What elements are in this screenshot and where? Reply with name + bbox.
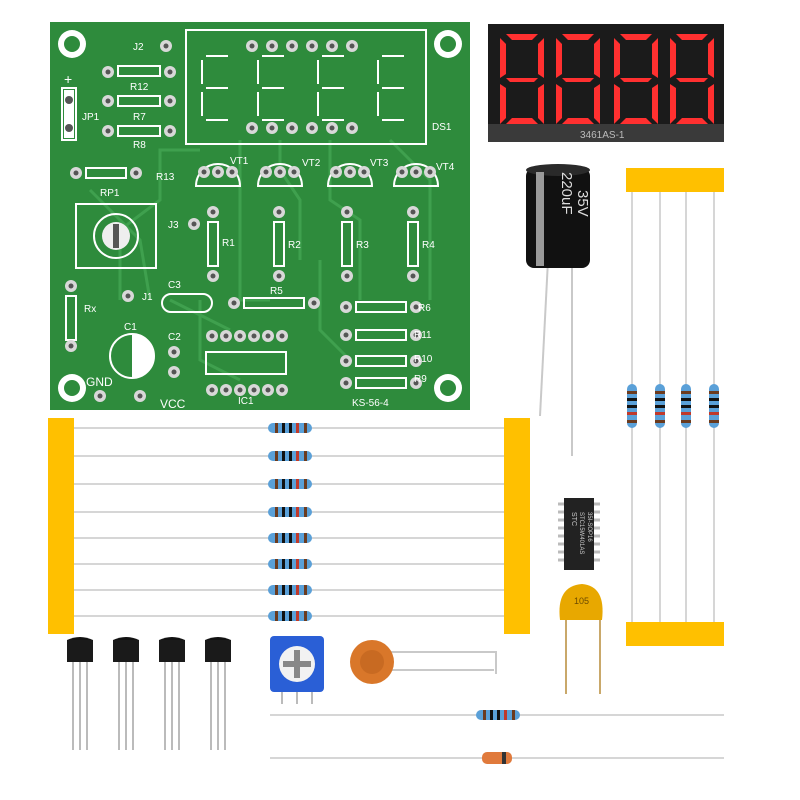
ic-chip: STC STC15W401AS 35I-SOP16 xyxy=(558,498,600,570)
label-ds1: DS1 xyxy=(432,122,452,133)
resistor-strip-horizontal xyxy=(48,418,530,634)
label-vt4: VT4 xyxy=(436,162,455,173)
ic-brand: STC xyxy=(570,512,577,526)
pcb-board: J2 R12 R7 R8 + JP1 DS1 VT1 VT2 VT3 VT4 R… xyxy=(50,22,470,411)
label-vt3: VT3 xyxy=(370,158,389,169)
label-c1: C1 xyxy=(124,322,137,333)
display-part-number: 3461AS-1 xyxy=(580,130,625,141)
label-c3: C3 xyxy=(168,280,181,291)
label-j3: J3 xyxy=(168,220,179,231)
label-r3: R3 xyxy=(356,240,369,251)
label-r4: R4 xyxy=(422,240,435,251)
label-r2: R2 xyxy=(288,240,301,251)
disc-capacitor xyxy=(350,640,497,684)
label-ic1: IC1 xyxy=(238,396,254,407)
label-rx: Rx xyxy=(84,304,96,315)
trim-potentiometer xyxy=(270,636,324,704)
label-r11: R11 xyxy=(414,330,432,341)
label-model: KS-56-4 xyxy=(352,398,389,409)
label-j1: J1 xyxy=(142,292,153,303)
resistor-strip-vertical xyxy=(626,168,724,646)
ceramic-capacitor-105: 105 xyxy=(559,584,603,694)
ceramic-cap-code: 105 xyxy=(574,596,589,606)
transistors xyxy=(66,636,232,751)
label-rp1: RP1 xyxy=(100,188,120,199)
ic-model: STC15W401AS xyxy=(578,512,584,554)
label-r13: R13 xyxy=(156,172,175,183)
label-vcc: VCC xyxy=(160,397,186,411)
label-r9: R9 xyxy=(414,374,427,385)
label-r12: R12 xyxy=(130,82,149,93)
ic-package: 35I-SOP16 xyxy=(586,512,592,542)
label-c2: C2 xyxy=(168,332,181,343)
label-plus: + xyxy=(64,71,72,87)
label-vt1: VT1 xyxy=(230,156,249,167)
electrolytic-capacitor: 220uF 35V xyxy=(526,164,591,456)
loose-resistor xyxy=(270,710,724,720)
label-gnd: GND xyxy=(86,375,113,389)
label-r7: R7 xyxy=(133,112,146,123)
capacitor-value: 220uF xyxy=(558,172,575,215)
label-r10: R10 xyxy=(414,354,433,365)
diode xyxy=(270,752,724,764)
label-jp1: JP1 xyxy=(82,112,100,123)
capacitor-voltage: 35V xyxy=(574,190,591,217)
led-display: 3461AS-1 xyxy=(488,24,724,142)
label-j2: J2 xyxy=(133,42,144,53)
label-r6: R6 xyxy=(418,303,431,314)
label-vt2: VT2 xyxy=(302,158,321,169)
label-r5: R5 xyxy=(270,286,283,297)
label-r1: R1 xyxy=(222,238,235,249)
label-r8: R8 xyxy=(133,140,146,151)
